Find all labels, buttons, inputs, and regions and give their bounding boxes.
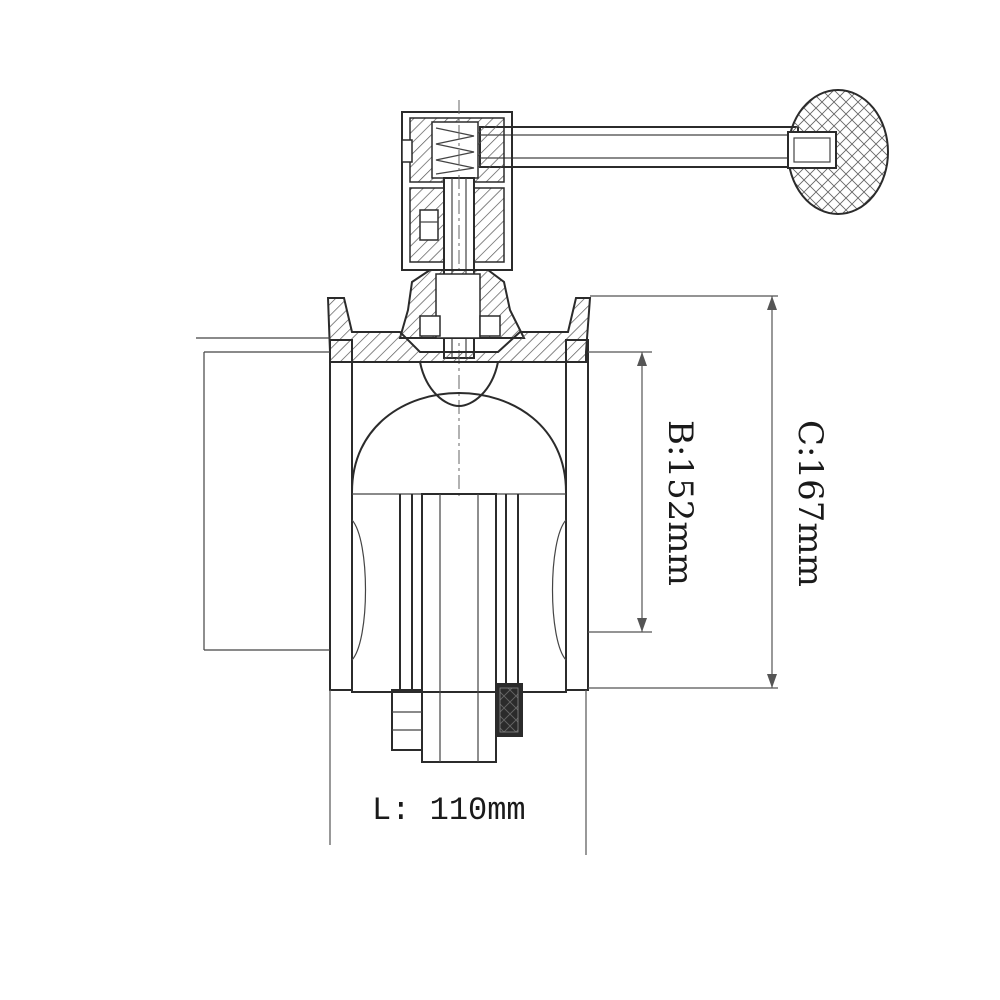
dimension-b-label: B:152mm [660, 420, 700, 586]
valve-neck [398, 269, 526, 339]
pipe-outline [196, 337, 330, 651]
bottom-knurled-screw [495, 683, 523, 737]
dimension-c-lines [588, 295, 778, 689]
handle-lever [479, 126, 799, 168]
bottom-bolt [391, 689, 423, 751]
dimension-l-lines [329, 690, 587, 855]
handle-knob [787, 89, 889, 215]
dimension-l-label: L: 110mm [372, 792, 526, 829]
dimension-c-label: C:167mm [790, 420, 830, 587]
dimension-b-lines [588, 351, 652, 633]
valve-body [329, 339, 589, 763]
